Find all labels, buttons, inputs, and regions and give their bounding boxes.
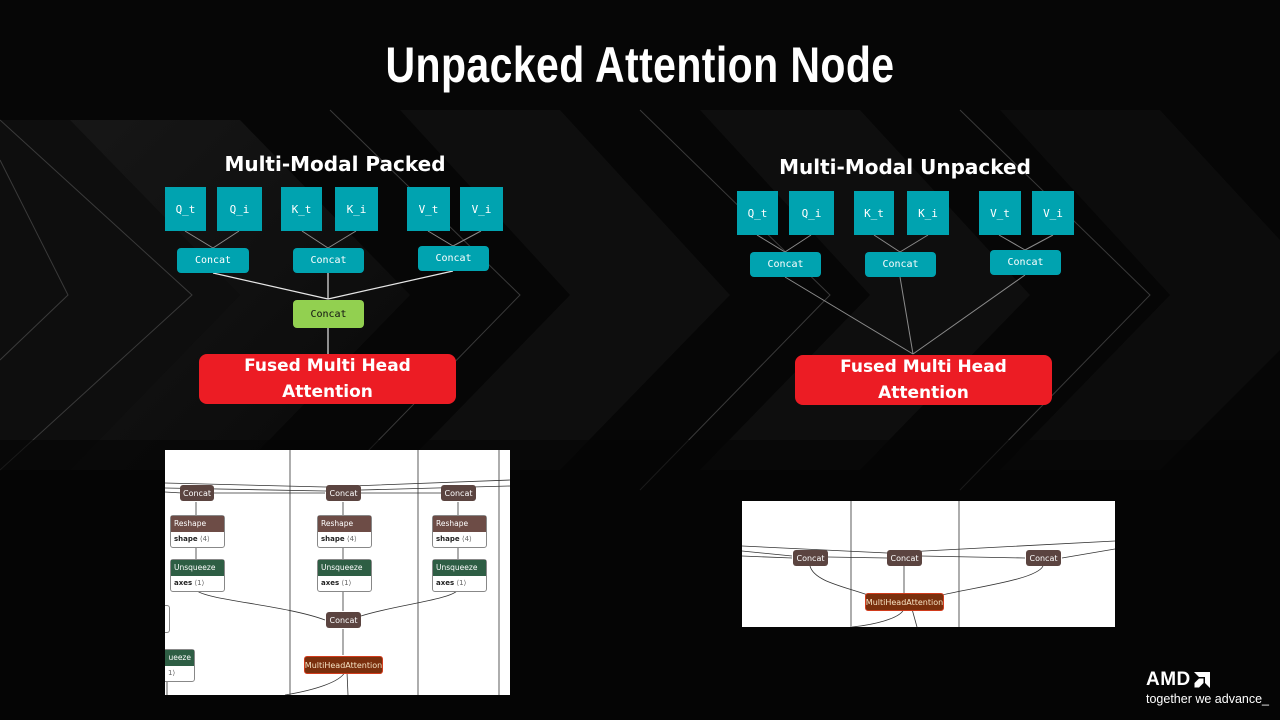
unpacked-concat-k: Concat	[865, 252, 936, 277]
packed-merge-concat: Concat	[293, 300, 364, 328]
partial-unsqueeze-val: 1⟩	[168, 669, 176, 677]
unsqueeze-title: Unsqueeze	[433, 560, 486, 576]
packed-fused-line2: Attention	[282, 382, 373, 402]
packed-shot-concat-3: Concat	[441, 485, 476, 501]
packed-input-q-t: Q_t	[165, 187, 206, 231]
packed-input-k-t: K_t	[281, 187, 322, 231]
packed-shot-unsqueeze-1: Unsqueeze axes ⟨1⟩	[170, 559, 225, 592]
packed-shot-unsqueeze-3: Unsqueeze axes ⟨1⟩	[432, 559, 487, 592]
unsqueeze-title: Unsqueeze	[171, 560, 224, 576]
packed-concat-q: Concat	[177, 248, 249, 273]
unpacked-fused-line1: Fused Multi Head	[840, 357, 1007, 377]
unsqueeze-val: ⟨1⟩	[194, 579, 205, 587]
packed-fused-mha: Fused Multi Head Attention	[199, 354, 456, 404]
unpacked-shot-concat-3: Concat	[1026, 550, 1061, 566]
unpacked-input-v-i: V_i	[1032, 191, 1074, 235]
unsqueeze-val: ⟨1⟩	[341, 579, 352, 587]
reshape-title: Reshape	[318, 516, 371, 532]
packed-shot-unsqueeze-partial: ueeze 1⟩	[165, 649, 195, 682]
packed-fused-line1: Fused Multi Head	[244, 356, 411, 376]
reshape-val: ⟨4⟩	[199, 535, 210, 543]
unpacked-concat-q: Concat	[750, 252, 821, 277]
unpacked-input-q-i: Q_i	[789, 191, 834, 235]
packed-shot-reshape-2: Reshape shape ⟨4⟩	[317, 515, 372, 548]
packed-shot-unsqueeze-2: Unsqueeze axes ⟨1⟩	[317, 559, 372, 592]
packed-shot-reshape-1: Reshape shape ⟨4⟩	[170, 515, 225, 548]
unpacked-graph-screenshot: Concat Concat Concat MultiHeadAttention	[742, 501, 1115, 627]
packed-input-v-i: V_i	[460, 187, 503, 231]
unpacked-shot-concat-2: Concat	[887, 550, 922, 566]
reshape-attr: shape	[436, 535, 460, 543]
amd-arrow-icon	[1193, 672, 1210, 688]
reshape-val: ⟨4⟩	[461, 535, 472, 543]
reshape-attr: shape	[321, 535, 345, 543]
reshape-attr: shape	[174, 535, 198, 543]
packed-shot-concat-1: Concat	[180, 485, 214, 501]
packed-shot-concat-2: Concat	[326, 485, 361, 501]
unpacked-fused-line2: Attention	[878, 383, 969, 403]
packed-input-q-i: Q_i	[217, 187, 262, 231]
packed-shot-mha: MultiHeadAttention	[304, 656, 383, 674]
amd-logo-text: AMD	[1146, 669, 1191, 690]
unpacked-concat-v: Concat	[990, 250, 1061, 275]
packed-concat-k: Concat	[293, 248, 364, 273]
unsqueeze-attr: axes	[436, 579, 455, 587]
unpacked-input-k-i: K_i	[907, 191, 949, 235]
slide-title: Unpacked Attention Node	[385, 37, 895, 93]
unpacked-heading: Multi-Modal Unpacked	[779, 155, 1031, 179]
amd-logo: AMD together we advance_	[1146, 669, 1269, 706]
packed-graph-screenshot: Concat Concat Concat Reshape shape ⟨4⟩ R…	[165, 450, 510, 695]
unsqueeze-attr: axes	[174, 579, 193, 587]
reshape-title: Reshape	[433, 516, 486, 532]
unsqueeze-attr: axes	[321, 579, 340, 587]
partial-unsqueeze-title: ueeze	[165, 650, 194, 666]
packed-shot-partial-node	[165, 605, 170, 633]
unpacked-input-k-t: K_t	[854, 191, 894, 235]
packed-shot-merge-concat: Concat	[326, 612, 361, 628]
packed-concat-v: Concat	[418, 246, 489, 271]
packed-input-v-t: V_t	[407, 187, 450, 231]
unpacked-shot-mha: MultiHeadAttention	[865, 593, 944, 611]
unpacked-input-v-t: V_t	[979, 191, 1021, 235]
packed-shot-reshape-3: Reshape shape ⟨4⟩	[432, 515, 487, 548]
packed-input-k-i: K_i	[335, 187, 378, 231]
reshape-title: Reshape	[171, 516, 224, 532]
packed-heading: Multi-Modal Packed	[224, 152, 446, 176]
amd-tagline: together we advance_	[1146, 692, 1270, 706]
unsqueeze-title: Unsqueeze	[318, 560, 371, 576]
reshape-val: ⟨4⟩	[346, 535, 357, 543]
unpacked-input-q-t: Q_t	[737, 191, 778, 235]
unsqueeze-val: ⟨1⟩	[456, 579, 467, 587]
unpacked-shot-concat-1: Concat	[793, 550, 828, 566]
unpacked-fused-mha: Fused Multi Head Attention	[795, 355, 1052, 405]
